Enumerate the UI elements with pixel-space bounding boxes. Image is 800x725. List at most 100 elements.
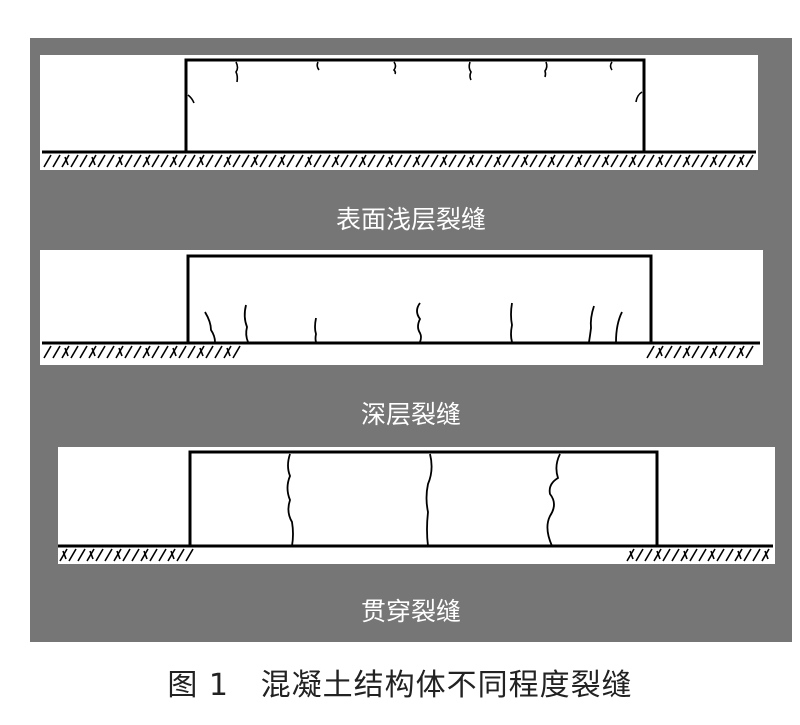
hatch-stroke <box>367 154 376 168</box>
hatch-stroke <box>680 548 689 562</box>
hatch-stroke <box>86 548 95 562</box>
surface-crack-label: 表面浅层裂缝 <box>335 205 486 234</box>
hatch-stroke <box>637 154 646 168</box>
hatch-stroke <box>469 156 474 166</box>
hatch-stroke <box>658 347 663 357</box>
hatch-stroke <box>176 548 185 562</box>
hatch-stroke <box>199 156 204 166</box>
hatch-stroke <box>124 345 133 359</box>
hatch-stroke <box>64 156 69 166</box>
hatch-stroke <box>550 156 555 166</box>
hatch-stroke <box>280 156 285 166</box>
hatch-stroke <box>361 156 366 166</box>
hatch-stroke <box>115 154 124 168</box>
hatch-stroke <box>91 347 96 357</box>
hatch-stroke <box>523 156 528 166</box>
hatch-stroke <box>689 548 698 562</box>
hatch-stroke <box>113 548 122 562</box>
hatch-stroke <box>205 154 214 168</box>
surface-crack-diagram <box>40 55 758 170</box>
hatch-stroke <box>739 156 744 166</box>
hatch-stroke <box>739 347 744 357</box>
hatch-stroke <box>646 154 655 168</box>
hatch-stroke <box>385 154 394 168</box>
hatch-stroke <box>653 548 662 562</box>
hatch-stroke <box>761 548 770 562</box>
hatch-stroke <box>628 154 637 168</box>
hatch-stroke <box>106 154 115 168</box>
hatch-stroke <box>286 154 295 168</box>
hatch-stroke <box>629 550 634 560</box>
hatch-stroke <box>547 154 556 168</box>
hatch-stroke <box>698 548 707 562</box>
hatch-stroke <box>700 345 709 359</box>
hatch-stroke <box>277 154 286 168</box>
hatch-stroke <box>70 345 79 359</box>
hatch-stroke <box>187 345 196 359</box>
hatch-stroke <box>97 345 106 359</box>
hatch-stroke <box>457 154 466 168</box>
hatch-stroke <box>493 154 502 168</box>
hatch-stroke <box>682 345 691 359</box>
hatch-stroke <box>241 154 250 168</box>
hatch-stroke <box>142 345 151 359</box>
hatch-stroke <box>334 156 339 166</box>
hatch-stroke <box>635 548 644 562</box>
ground-hatch <box>43 154 754 168</box>
hatch-stroke <box>187 154 196 168</box>
hatch-stroke <box>574 154 583 168</box>
crack <box>204 311 216 343</box>
hatch-stroke <box>736 154 745 168</box>
hatch-stroke <box>160 345 169 359</box>
hatch-stroke <box>718 154 727 168</box>
hatch-stroke <box>106 345 115 359</box>
crack <box>544 61 548 78</box>
hatch-stroke <box>304 154 313 168</box>
crack <box>392 61 397 75</box>
hatch-stroke <box>655 345 664 359</box>
hatch-stroke <box>172 347 177 357</box>
hatch-stroke <box>565 154 574 168</box>
hatch-stroke <box>592 154 601 168</box>
hatch-stroke <box>718 345 727 359</box>
hatch-stroke <box>149 548 158 562</box>
hatch-stroke <box>340 154 349 168</box>
crack <box>546 453 561 547</box>
figure-number: 图 1 <box>167 668 229 703</box>
hatch-stroke <box>538 154 547 168</box>
hatch-stroke <box>91 156 96 166</box>
hatch-stroke <box>626 548 635 562</box>
crack <box>635 91 643 103</box>
hatch-stroke <box>88 154 97 168</box>
hatch-stroke <box>556 154 565 168</box>
crack <box>235 61 239 83</box>
hatch-stroke <box>415 156 420 166</box>
hatch-stroke <box>601 154 610 168</box>
hatch-stroke <box>295 154 304 168</box>
hatch-stroke <box>43 345 52 359</box>
hatch-stroke <box>199 347 204 357</box>
hatch-stroke <box>610 154 619 168</box>
hatch-stroke <box>253 156 258 166</box>
hatch-stroke <box>712 156 717 166</box>
hatch-stroke <box>151 345 160 359</box>
hatch-stroke <box>716 548 725 562</box>
hatch-stroke <box>442 156 447 166</box>
crack <box>316 61 320 71</box>
concrete-block <box>186 254 653 345</box>
hatch-stroke <box>376 154 385 168</box>
hatch-stroke <box>673 154 682 168</box>
hatch-stroke <box>52 345 61 359</box>
hatch-stroke <box>232 345 241 359</box>
hatch-stroke <box>700 154 709 168</box>
figure-caption: 图 1 混凝土结构体不同程度裂缝 <box>0 660 800 704</box>
hatch-stroke <box>644 548 653 562</box>
hatch-stroke <box>727 345 736 359</box>
hatch-stroke <box>752 548 761 562</box>
hatch-stroke <box>89 550 94 560</box>
hatch-stroke <box>145 347 150 357</box>
hatch-stroke <box>358 154 367 168</box>
hatch-stroke <box>205 345 214 359</box>
hatch-stroke <box>691 154 700 168</box>
